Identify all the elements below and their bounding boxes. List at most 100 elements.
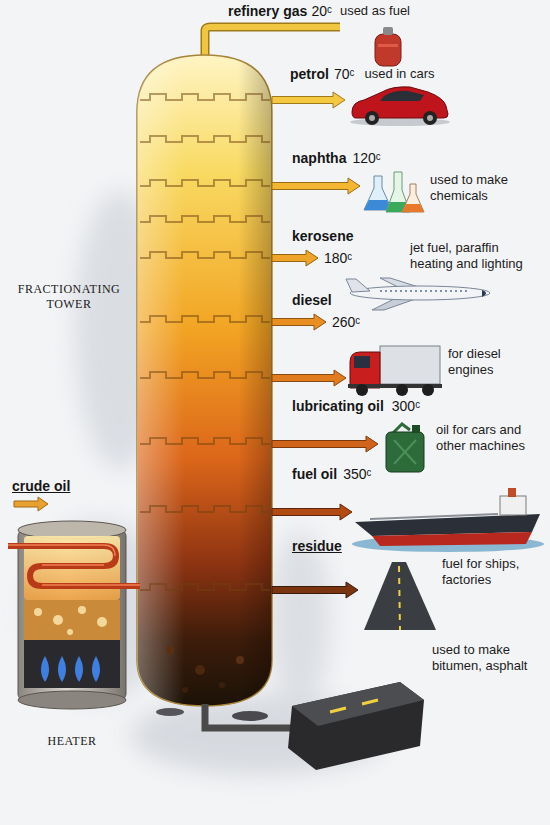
car-icon <box>369 115 375 121</box>
gas-cylinder-icon <box>375 27 401 66</box>
temperature: 260ᶜ <box>332 314 360 330</box>
crude-oil-pipe <box>8 545 140 586</box>
ship-icon <box>352 488 544 552</box>
tower-body <box>137 55 272 706</box>
use-note: jet fuel, paraffin heating and lighting <box>410 240 542 272</box>
heater-body <box>53 615 63 625</box>
crude-oil-pipe <box>8 545 140 585</box>
heater-body <box>67 629 73 635</box>
crude-oil-pipe <box>8 546 140 586</box>
tower-body <box>137 55 272 706</box>
temperature: 20ᶜ <box>311 3 332 19</box>
heater-label: HEATER <box>32 734 112 749</box>
truck-icon <box>380 346 440 384</box>
product-arrow <box>272 250 318 266</box>
input-label: crude oil <box>12 478 70 494</box>
ship-icon <box>500 496 526 515</box>
asphalt-icon <box>288 682 424 770</box>
airplane-icon <box>350 286 490 300</box>
tower-tray <box>140 94 270 100</box>
product-arrow <box>272 370 346 386</box>
gas-cylinder-icon <box>383 27 393 35</box>
temperature: 120ᶜ <box>352 150 380 166</box>
use-note: used as fuel <box>340 3 410 19</box>
truck-icon <box>354 356 370 368</box>
gas-cylinder-icon <box>378 44 398 47</box>
product-name: refinery gas <box>228 3 307 19</box>
input-arrow <box>14 497 48 511</box>
airplane-icon <box>380 290 470 292</box>
flask-icon <box>364 176 392 210</box>
flask-icon <box>364 172 424 212</box>
ship-icon <box>370 514 498 519</box>
airplane-icon <box>482 290 486 297</box>
product-name: petrol <box>290 66 329 82</box>
asphalt-icon <box>292 682 424 726</box>
tower-body <box>236 656 244 664</box>
truck-icon <box>350 352 380 388</box>
heater-body <box>34 608 42 616</box>
heater-body <box>18 530 126 700</box>
temperature: 70ᶜ <box>334 66 355 82</box>
oil-can-icon <box>394 440 416 464</box>
tower-tray <box>140 252 270 258</box>
temperature: 180ᶜ <box>324 250 352 266</box>
tower-tray <box>140 180 270 186</box>
tower-tray <box>140 316 270 322</box>
heater-body <box>58 656 66 682</box>
car-icon <box>350 87 450 126</box>
input-arrow <box>14 497 48 511</box>
tower-tray <box>140 584 270 590</box>
gas-pipe <box>205 27 340 58</box>
product-name: kerosene <box>292 228 353 244</box>
ship-icon <box>508 488 516 497</box>
heater-body <box>18 691 126 709</box>
road-icon <box>364 562 436 630</box>
bottom-pipe <box>205 704 296 728</box>
tower-body <box>195 665 205 675</box>
car-icon <box>365 111 379 125</box>
heater-body <box>78 606 86 614</box>
product-arrow <box>272 92 345 108</box>
temperature: 300ᶜ <box>392 398 420 414</box>
car-icon <box>380 91 424 101</box>
car-icon <box>427 115 433 121</box>
gas-pipe <box>205 27 340 58</box>
tower-tray <box>140 438 270 444</box>
asphalt-icon <box>330 700 378 712</box>
truck-icon <box>396 384 408 396</box>
airplane-icon <box>346 278 490 310</box>
tower-title: FRACTIONATING TOWER <box>8 282 130 312</box>
tower-tray <box>140 136 270 142</box>
tower-tray <box>140 506 270 512</box>
product-name: fuel oil <box>292 466 337 482</box>
asphalt-icon <box>156 682 424 770</box>
ship-icon <box>372 532 532 546</box>
truck-icon <box>422 384 434 396</box>
heater-body <box>92 656 100 682</box>
product-arrow <box>272 582 358 598</box>
asphalt-icon <box>156 708 184 716</box>
gas-pipe <box>205 27 340 58</box>
truck-icon <box>356 384 368 396</box>
road-icon <box>399 566 400 630</box>
road-icon <box>364 562 436 630</box>
tower-tray <box>140 94 270 590</box>
tower-body <box>137 55 272 706</box>
oil-can-icon <box>412 425 420 433</box>
tower-body <box>219 682 225 688</box>
oil-can-icon <box>386 424 424 472</box>
tower-tray <box>140 372 270 378</box>
use-note: used to make bitumen, asphalt <box>432 642 544 674</box>
tower-body <box>166 646 174 654</box>
airplane-icon <box>346 279 370 292</box>
asphalt-icon <box>232 711 268 721</box>
use-note: used to make chemicals <box>430 172 530 204</box>
heater-body <box>41 656 49 682</box>
car-icon <box>423 111 437 125</box>
product-name: lubricating oil <box>292 398 384 414</box>
bottom-pipe <box>205 704 296 728</box>
gas-cylinder-icon <box>375 34 401 66</box>
